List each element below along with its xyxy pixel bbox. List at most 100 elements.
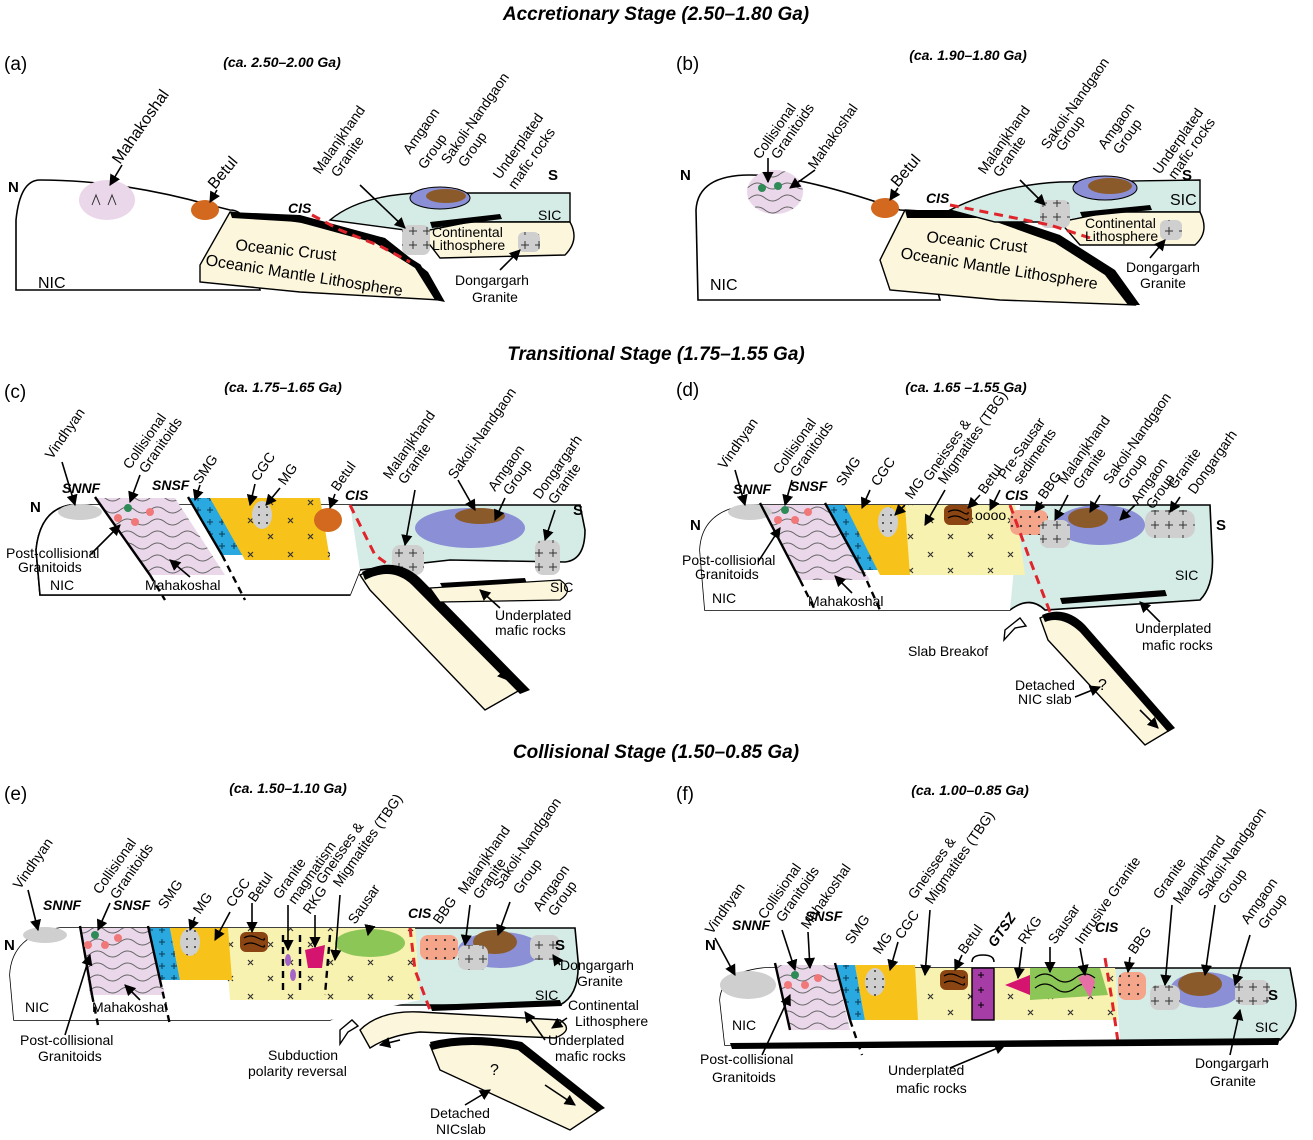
mahakoshal-arrow <box>109 164 123 186</box>
granitoid-pluton <box>131 518 139 526</box>
dongargarh-arrow <box>499 249 521 271</box>
bbg-body <box>1010 510 1048 535</box>
underplated-label-1: Underplated <box>548 1032 624 1048</box>
cgc-label: CGC <box>891 907 922 942</box>
stage-title-transitional: Transitional Stage (1.75–1.55 Ga) <box>507 344 804 365</box>
betul-label: Betul <box>888 152 924 191</box>
post-collisional-label-2: Granitoids <box>18 559 82 575</box>
underplated-label-2: mafic rocks <box>495 622 566 638</box>
sakoli-arrow <box>1200 904 1216 977</box>
post-collisional-label-2: Granitoids <box>38 1048 102 1064</box>
slab-motion-arrow <box>1139 709 1159 729</box>
snnf-fault <box>758 502 802 581</box>
detached-label-1: Detached <box>1015 677 1075 693</box>
sakoli-group <box>1178 972 1222 996</box>
malanjkhand-granite <box>1040 200 1070 228</box>
malanjkhand-arrow <box>359 184 406 229</box>
post-collisional-label-1: Post-collisional <box>682 552 775 568</box>
malanjkhand-arrow <box>460 904 472 947</box>
collisional-arrow <box>96 902 111 932</box>
mahakoshal-basin <box>79 180 135 220</box>
panel-a: (a) (ca. 2.50–2.00 Ga) Mahakoshal Betul … <box>4 54 575 305</box>
bbg-label: BBG <box>1124 923 1154 956</box>
malanjkhand-granite <box>402 225 430 255</box>
betul-body <box>944 505 972 525</box>
cgc-arrow <box>887 941 899 972</box>
post-collisional-label-2: Granitoids <box>712 1069 776 1085</box>
continental-label-1: Continental <box>1085 215 1156 231</box>
gneiss-arrow <box>330 894 342 962</box>
bbg-body <box>420 935 458 960</box>
panel-f: (f) (ca. 1.00–0.85 Ga) Vindhyan <box>676 782 1297 1096</box>
panel-d-letter: (d) <box>676 380 699 401</box>
snnf-label: SNNF <box>732 917 771 933</box>
slab-breakoff-label: Slab Breakof <box>908 643 988 659</box>
mahakoshal-label: Mahakoshal <box>808 593 884 609</box>
mahakoshal-arrow <box>789 169 816 189</box>
snsf-fault-extension <box>158 979 172 1026</box>
snnf-label: SNNF <box>43 897 82 913</box>
gtsz-bracket <box>971 954 995 963</box>
mahakoshal-basin <box>95 498 225 575</box>
betul-arrow <box>889 187 901 201</box>
underplated-mafic-a <box>430 214 502 228</box>
malanjkhand-arrow <box>1054 494 1069 521</box>
sakoli-arrow <box>457 479 476 511</box>
vindhyan-label: Vindhyan <box>41 405 87 462</box>
snsf-label: SNSF <box>790 478 828 494</box>
stage-title-accretionary: Accretionary Stage (2.50–1.80 Ga) <box>502 4 809 25</box>
betul-body <box>940 970 968 990</box>
granitoid-pluton <box>124 504 132 512</box>
cis-line <box>348 504 411 582</box>
smg-label: SMG <box>154 876 185 911</box>
panel-b-letter: (b) <box>676 54 699 75</box>
snnf-fault-extension <box>90 994 100 1026</box>
north-label: N <box>680 167 691 184</box>
dongargarh-label-1: Dongargarh <box>560 957 634 973</box>
rkg-body <box>305 945 325 968</box>
snsf-label: SNSF <box>805 908 843 924</box>
betul-arrow <box>967 494 981 509</box>
post-collisional-label-1: Post-collisional <box>700 1051 793 1067</box>
smg-belt <box>188 498 245 555</box>
betul-body <box>871 198 899 218</box>
underplated-mafic-b <box>1080 205 1152 217</box>
continental-label-1: Continental <box>568 997 639 1013</box>
vindhyan <box>728 504 772 520</box>
sakoli-arrow <box>1089 494 1101 513</box>
mg-body <box>865 968 885 996</box>
betul-body <box>314 508 342 532</box>
post-collisional-label-2: Granitoids <box>695 566 759 582</box>
nic-outline <box>35 504 350 596</box>
vindhyan-label: Vindhyan <box>714 415 760 472</box>
betul-body <box>191 200 219 220</box>
dongargarh-label-2: Granite <box>577 973 623 989</box>
oceanic-crust <box>362 564 530 694</box>
cgc-arrow <box>214 911 231 941</box>
nic-label: NIC <box>732 1017 756 1033</box>
panel-a-age: (ca. 2.50–2.00 Ga) <box>223 54 341 70</box>
granitoid-pluton <box>784 981 792 989</box>
detached-arrow <box>464 1089 491 1106</box>
malanjkhand-granite <box>1040 520 1070 548</box>
snsf-fault <box>833 962 852 1021</box>
underplated-arrow <box>949 1043 1007 1069</box>
dongargarh-label-2: Granite <box>472 289 518 305</box>
rkg-arrow <box>1013 946 1025 980</box>
sakoli-arrow <box>496 901 511 937</box>
snsf-fault <box>146 925 162 981</box>
post-collisional-arrow <box>64 953 93 1036</box>
mg-arrow <box>265 487 281 506</box>
panel-b-age: (ca. 1.90–1.80 Ga) <box>909 47 1027 63</box>
detached-label-1: Detached <box>430 1105 490 1121</box>
betul-arrow <box>209 189 220 203</box>
oceanic-crust <box>905 210 1140 305</box>
cgc-arrow <box>246 483 258 507</box>
continental-arrow <box>551 1017 568 1029</box>
granitoid-pluton <box>114 514 122 522</box>
amgaon-arrow <box>1119 504 1136 521</box>
bbg-label: BBG <box>429 893 459 926</box>
post-collisional-arrow <box>757 527 781 563</box>
vindhyan-arrow <box>27 889 41 932</box>
panel-f-letter: (f) <box>676 784 694 805</box>
